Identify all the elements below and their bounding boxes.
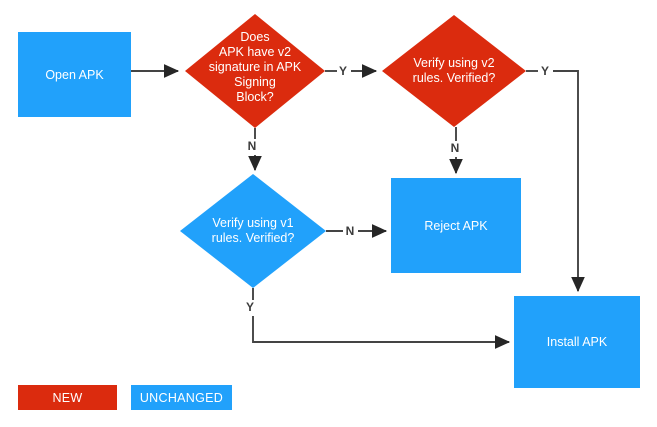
node-verify-v2[interactable]: Verify using v2 rules. Verified? [382, 15, 526, 127]
node-label-line-5: Block? [236, 90, 274, 104]
node-label-line-4: Signing [234, 75, 276, 89]
legend-item-unchanged: UNCHANGED [131, 385, 232, 410]
node-label-install-apk: Install APK [547, 335, 608, 349]
node-install-apk[interactable]: Install APK [514, 296, 640, 388]
node-label-line-2: rules. Verified? [413, 71, 496, 85]
edge-hasv2-no-to-verifyv1: N [248, 128, 262, 172]
node-shape-rect [514, 296, 640, 388]
legend-label-unchanged: UNCHANGED [140, 391, 223, 405]
edge-label-verifyv2-yes: Y [541, 64, 549, 78]
edge-verifyv1-yes-to-install: Y [246, 288, 511, 349]
legend-item-new: NEW [18, 385, 117, 410]
node-label-line-2: rules. Verified? [212, 231, 295, 245]
node-shape-rect [391, 178, 521, 273]
edge-path [553, 70, 585, 293]
legend: NEW UNCHANGED [18, 385, 232, 410]
edge-path [252, 316, 511, 349]
node-shape-rect [18, 32, 131, 117]
node-has-v2-signature[interactable]: Does APK have v2 signature in APK Signin… [185, 14, 325, 128]
edge-label-verifyv2-no: N [451, 141, 460, 155]
legend-swatch-unchanged [131, 385, 232, 410]
node-label-open-apk: Open APK [45, 68, 104, 82]
node-label-line-2: APK have v2 [219, 45, 291, 59]
edge-label-verifyv1-no: N [346, 224, 355, 238]
edge-verifyv1-no-to-reject: N [326, 224, 388, 238]
edge-label-verifyv1-yes: Y [246, 300, 254, 314]
edge-hasv2-yes-to-verifyv2: Y [325, 64, 378, 78]
node-reject-apk[interactable]: Reject APK [391, 178, 521, 273]
legend-label-new: NEW [52, 391, 82, 405]
node-shape-diamond [180, 174, 326, 288]
legend-swatch-new [18, 385, 117, 410]
node-label-line-1: Does [240, 30, 269, 44]
node-open-apk[interactable]: Open APK [18, 32, 131, 117]
node-shape-diamond [382, 15, 526, 127]
edge-verifyv2-yes-to-install: Y [526, 64, 585, 293]
node-label-line-1: Verify using v1 [212, 216, 293, 230]
edge-label-hasv2-yes: Y [339, 64, 347, 78]
node-shape-diamond [185, 14, 325, 128]
node-label-line-3: signature in APK [209, 60, 302, 74]
node-label-line-1: Verify using v2 [413, 56, 494, 70]
node-label-reject-apk: Reject APK [424, 219, 488, 233]
edge-label-hasv2-no: N [248, 139, 257, 153]
edge-verifyv2-no-to-reject: N [449, 127, 463, 175]
node-verify-v1[interactable]: Verify using v1 rules. Verified? [180, 174, 326, 288]
